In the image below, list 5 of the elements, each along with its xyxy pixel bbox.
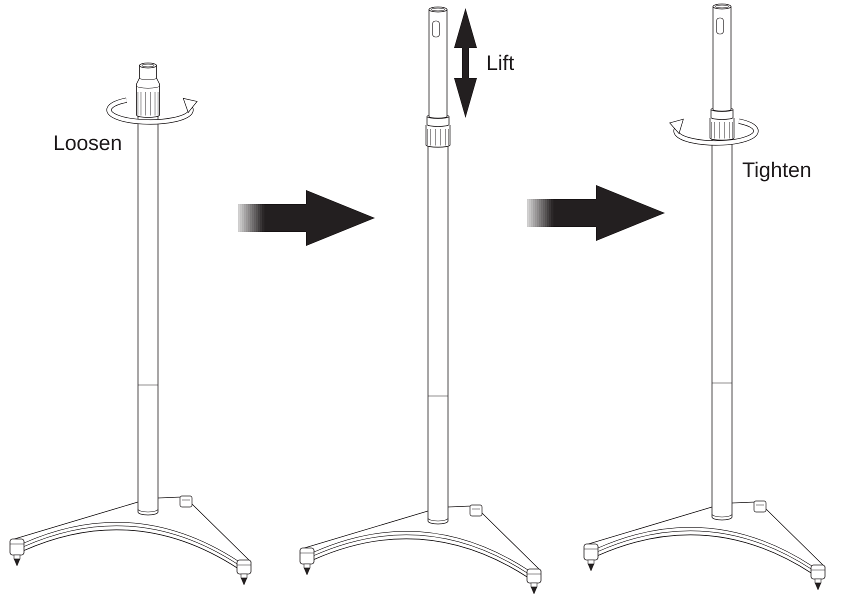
step-label: Loosen xyxy=(54,136,121,150)
block-arrow xyxy=(527,185,665,241)
step-label: Tighten xyxy=(742,162,810,182)
block-arrow xyxy=(238,190,375,246)
step-label: Lift xyxy=(488,54,514,70)
